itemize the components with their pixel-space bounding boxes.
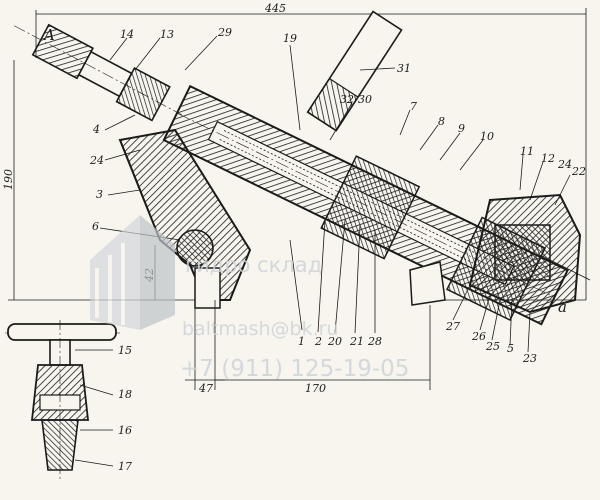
dim-445: 445 xyxy=(264,2,286,15)
label-26: 26 xyxy=(471,330,486,343)
label-24-right: 24 xyxy=(557,158,572,171)
watermark-logo-icon xyxy=(90,215,175,330)
end-housing xyxy=(468,193,591,314)
label-15: 15 xyxy=(118,344,132,357)
dim-170: 170 xyxy=(305,382,326,395)
watermark-email: baltmash@bk.ru xyxy=(182,318,338,340)
dim-190: 190 xyxy=(2,169,15,190)
label-4: 4 xyxy=(92,123,100,136)
letter-a-upper: A xyxy=(42,26,55,44)
label-20: 20 xyxy=(327,335,342,348)
label-7: 7 xyxy=(410,100,417,113)
watermark-brand: гидро склад xyxy=(185,253,322,277)
label-14: 14 xyxy=(120,28,134,41)
label-25: 25 xyxy=(485,340,500,353)
label-17: 17 xyxy=(118,460,132,473)
leader-lines xyxy=(74,35,571,467)
watermark-phone: +7 (911) 125-19-05 xyxy=(180,356,409,382)
label-30: 30 xyxy=(358,93,372,106)
label-9: 9 xyxy=(458,122,465,135)
label-22: 22 xyxy=(571,165,586,178)
label-6: 6 xyxy=(92,220,99,233)
label-19: 19 xyxy=(283,32,297,45)
label-28: 28 xyxy=(367,335,382,348)
watermark: гидро склад baltmash@bk.ru +7 (911) 125-… xyxy=(90,215,409,382)
label-3: 3 xyxy=(96,188,103,201)
label-27: 27 xyxy=(445,320,460,333)
dim-47: 47 xyxy=(198,382,213,395)
letter-a-lower: a xyxy=(558,298,567,316)
support-legs xyxy=(118,128,446,309)
label-1: 1 xyxy=(298,335,305,348)
label-18: 18 xyxy=(118,388,132,401)
label-2: 2 xyxy=(314,335,322,348)
label-5: 5 xyxy=(507,342,514,355)
label-11: 11 xyxy=(520,145,534,158)
label-16: 16 xyxy=(118,424,132,437)
label-10: 10 xyxy=(480,130,494,143)
label-13: 13 xyxy=(160,28,174,41)
label-21: 21 xyxy=(349,335,364,348)
upper-pipe xyxy=(306,10,403,132)
label-8: 8 xyxy=(438,115,445,128)
label-24-left: 24 xyxy=(89,154,104,167)
inlet-nozzle xyxy=(14,23,183,122)
label-23: 23 xyxy=(522,352,537,365)
label-31: 31 xyxy=(397,62,411,75)
label-12: 12 xyxy=(541,152,555,165)
label-32: 32 xyxy=(340,93,354,106)
valve-body xyxy=(162,84,569,326)
label-29: 29 xyxy=(217,26,232,39)
detail-view xyxy=(5,320,120,480)
